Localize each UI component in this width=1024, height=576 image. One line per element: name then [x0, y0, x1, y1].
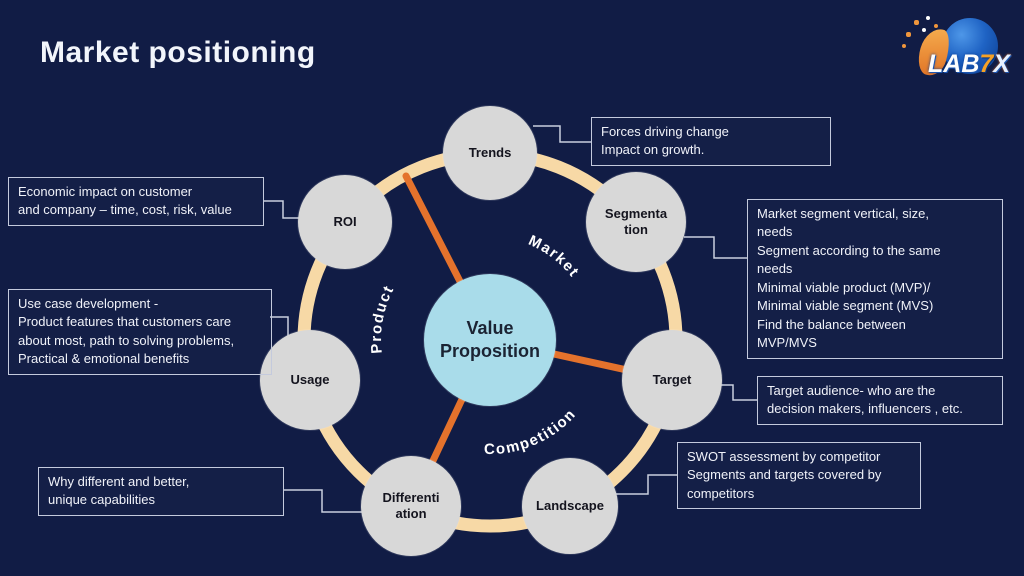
callout-target: Target audience- who are the decision ma… [757, 376, 1003, 425]
node-landscape-label: Landscape [536, 497, 604, 513]
node-roi-label: ROI [333, 213, 357, 229]
lab7x-logo: LAB7X [898, 14, 1024, 92]
callout-differentiation-text: Why different and better, unique capabil… [48, 474, 190, 508]
callout-target-text: Target audience- who are the decision ma… [767, 383, 963, 417]
page-title: Market positioning [40, 36, 316, 69]
callout-landscape: SWOT assessment by competitor Segments a… [677, 442, 921, 510]
callout-roi-text: Economic impact on customer and company … [18, 184, 232, 218]
connector-roi [263, 200, 300, 219]
connector-trends [533, 125, 591, 143]
callout-differentiation: Why different and better, unique capabil… [38, 467, 284, 516]
callout-landscape-text: SWOT assessment by competitor Segments a… [687, 449, 882, 501]
node-roi: ROI [298, 175, 392, 269]
callout-usage-text: Use case development - Product features … [18, 296, 235, 367]
node-trends-label: Trends [468, 144, 512, 160]
logo-text-seven: 7 [979, 50, 994, 78]
node-target-label: Target [652, 371, 692, 387]
node-differentiation-label: Differenti ation [382, 489, 440, 521]
logo-wordmark: LAB7X [928, 50, 1010, 79]
node-usage: Usage [260, 330, 360, 430]
callout-segmentation: Market segment vertical, size, needs Seg… [747, 199, 1003, 359]
node-target: Target [622, 330, 722, 430]
callout-usage: Use case development - Product features … [8, 289, 272, 375]
connector-segmentation [684, 236, 747, 259]
sector-label-market: Market [526, 232, 583, 281]
node-segmentation-label: Segmenta tion [604, 205, 668, 237]
node-usage-label: Usage [290, 371, 330, 387]
value-proposition-label: Value Proposition [440, 317, 540, 361]
connector-differentiation [283, 489, 363, 513]
node-differentiation: Differenti ation [361, 456, 461, 556]
callout-segmentation-text: Market segment vertical, size, needs Seg… [757, 206, 941, 351]
sector-label-product: Product [368, 282, 398, 354]
value-proposition-node: Value Proposition [424, 274, 556, 406]
node-trends: Trends [443, 106, 537, 200]
logo-globe-icon [942, 18, 998, 74]
callout-roi: Economic impact on customer and company … [8, 177, 264, 226]
connector-landscape [616, 474, 677, 495]
callout-trends-text: Forces driving change Impact on growth. [601, 124, 729, 158]
logo-text-x: X [993, 50, 1010, 78]
logo-text-lab: LAB [928, 50, 980, 78]
sector-label-competition: Competition [484, 405, 580, 458]
connector-target [721, 384, 757, 401]
callout-trends: Forces driving change Impact on growth. [591, 117, 831, 166]
node-segmentation: Segmenta tion [586, 172, 686, 272]
callout-connectors [263, 125, 757, 513]
node-landscape: Landscape [522, 458, 618, 554]
